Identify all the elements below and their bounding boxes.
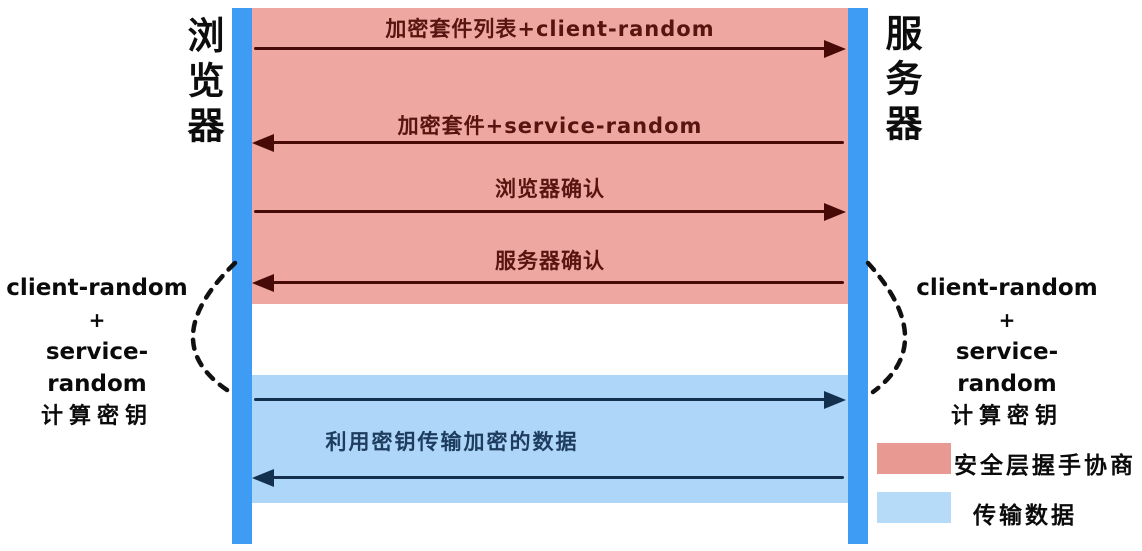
arrow-right-icon — [254, 391, 846, 409]
message-label-server-confirm: 服务器确认 — [495, 249, 605, 273]
key-computation-note-right: client-random + service-random 计算密钥 — [912, 272, 1102, 434]
arrow-shaft — [254, 398, 830, 401]
dashed-brace-left-icon — [190, 260, 238, 395]
arrow-shaft — [268, 141, 844, 144]
arrow-shaft — [268, 281, 844, 284]
arrow-left-icon — [252, 469, 844, 487]
note-line: + — [88, 308, 106, 332]
arrow-shaft — [254, 210, 830, 213]
arrow-left-icon — [252, 274, 844, 292]
arrow-left-icon — [252, 134, 844, 152]
browser-lifeline-bar — [232, 8, 252, 544]
message-label-cipher-service-random: 加密套件+service-random — [397, 114, 703, 138]
arrowhead-icon — [252, 274, 274, 292]
arrow-shaft — [268, 476, 844, 479]
legend-swatch-handshake — [877, 443, 951, 474]
arrowhead-icon — [252, 134, 274, 152]
note-line: client-random — [916, 275, 1098, 301]
legend-swatch-transfer — [877, 492, 951, 523]
legend-label-transfer: 传输数据 — [973, 503, 1077, 529]
message-label-browser-confirm: 浏览器确认 — [495, 177, 605, 201]
arrowhead-icon — [824, 40, 846, 58]
note-line: + — [998, 308, 1016, 332]
arrow-shaft — [254, 47, 830, 50]
note-line: service-random — [955, 339, 1059, 397]
handshake-phase-band — [252, 8, 848, 304]
note-line: service-random — [45, 339, 149, 397]
arrowhead-icon — [252, 469, 274, 487]
message-label-encrypted-data: 利用密钥传输加密的数据 — [325, 430, 579, 454]
key-computation-note-left: client-random + service-random 计算密钥 — [2, 272, 192, 434]
note-line: client-random — [6, 275, 188, 301]
transfer-phase-band — [252, 375, 848, 503]
server-lifeline-bar — [848, 8, 868, 544]
note-line: 计算密钥 — [950, 404, 1063, 429]
server-title: 服务器 — [879, 14, 922, 149]
legend-label-handshake: 安全层握手协商 — [954, 453, 1136, 479]
arrow-right-icon — [254, 203, 846, 221]
arrow-right-icon — [254, 40, 846, 58]
message-label-cipher-list-client-random: 加密套件列表+client-random — [385, 17, 715, 41]
browser-title: 浏览器 — [181, 16, 224, 151]
dashed-brace-right-icon — [865, 260, 908, 395]
note-line: 计算密钥 — [40, 404, 153, 429]
arrowhead-icon — [824, 203, 846, 221]
arrowhead-icon — [824, 391, 846, 409]
